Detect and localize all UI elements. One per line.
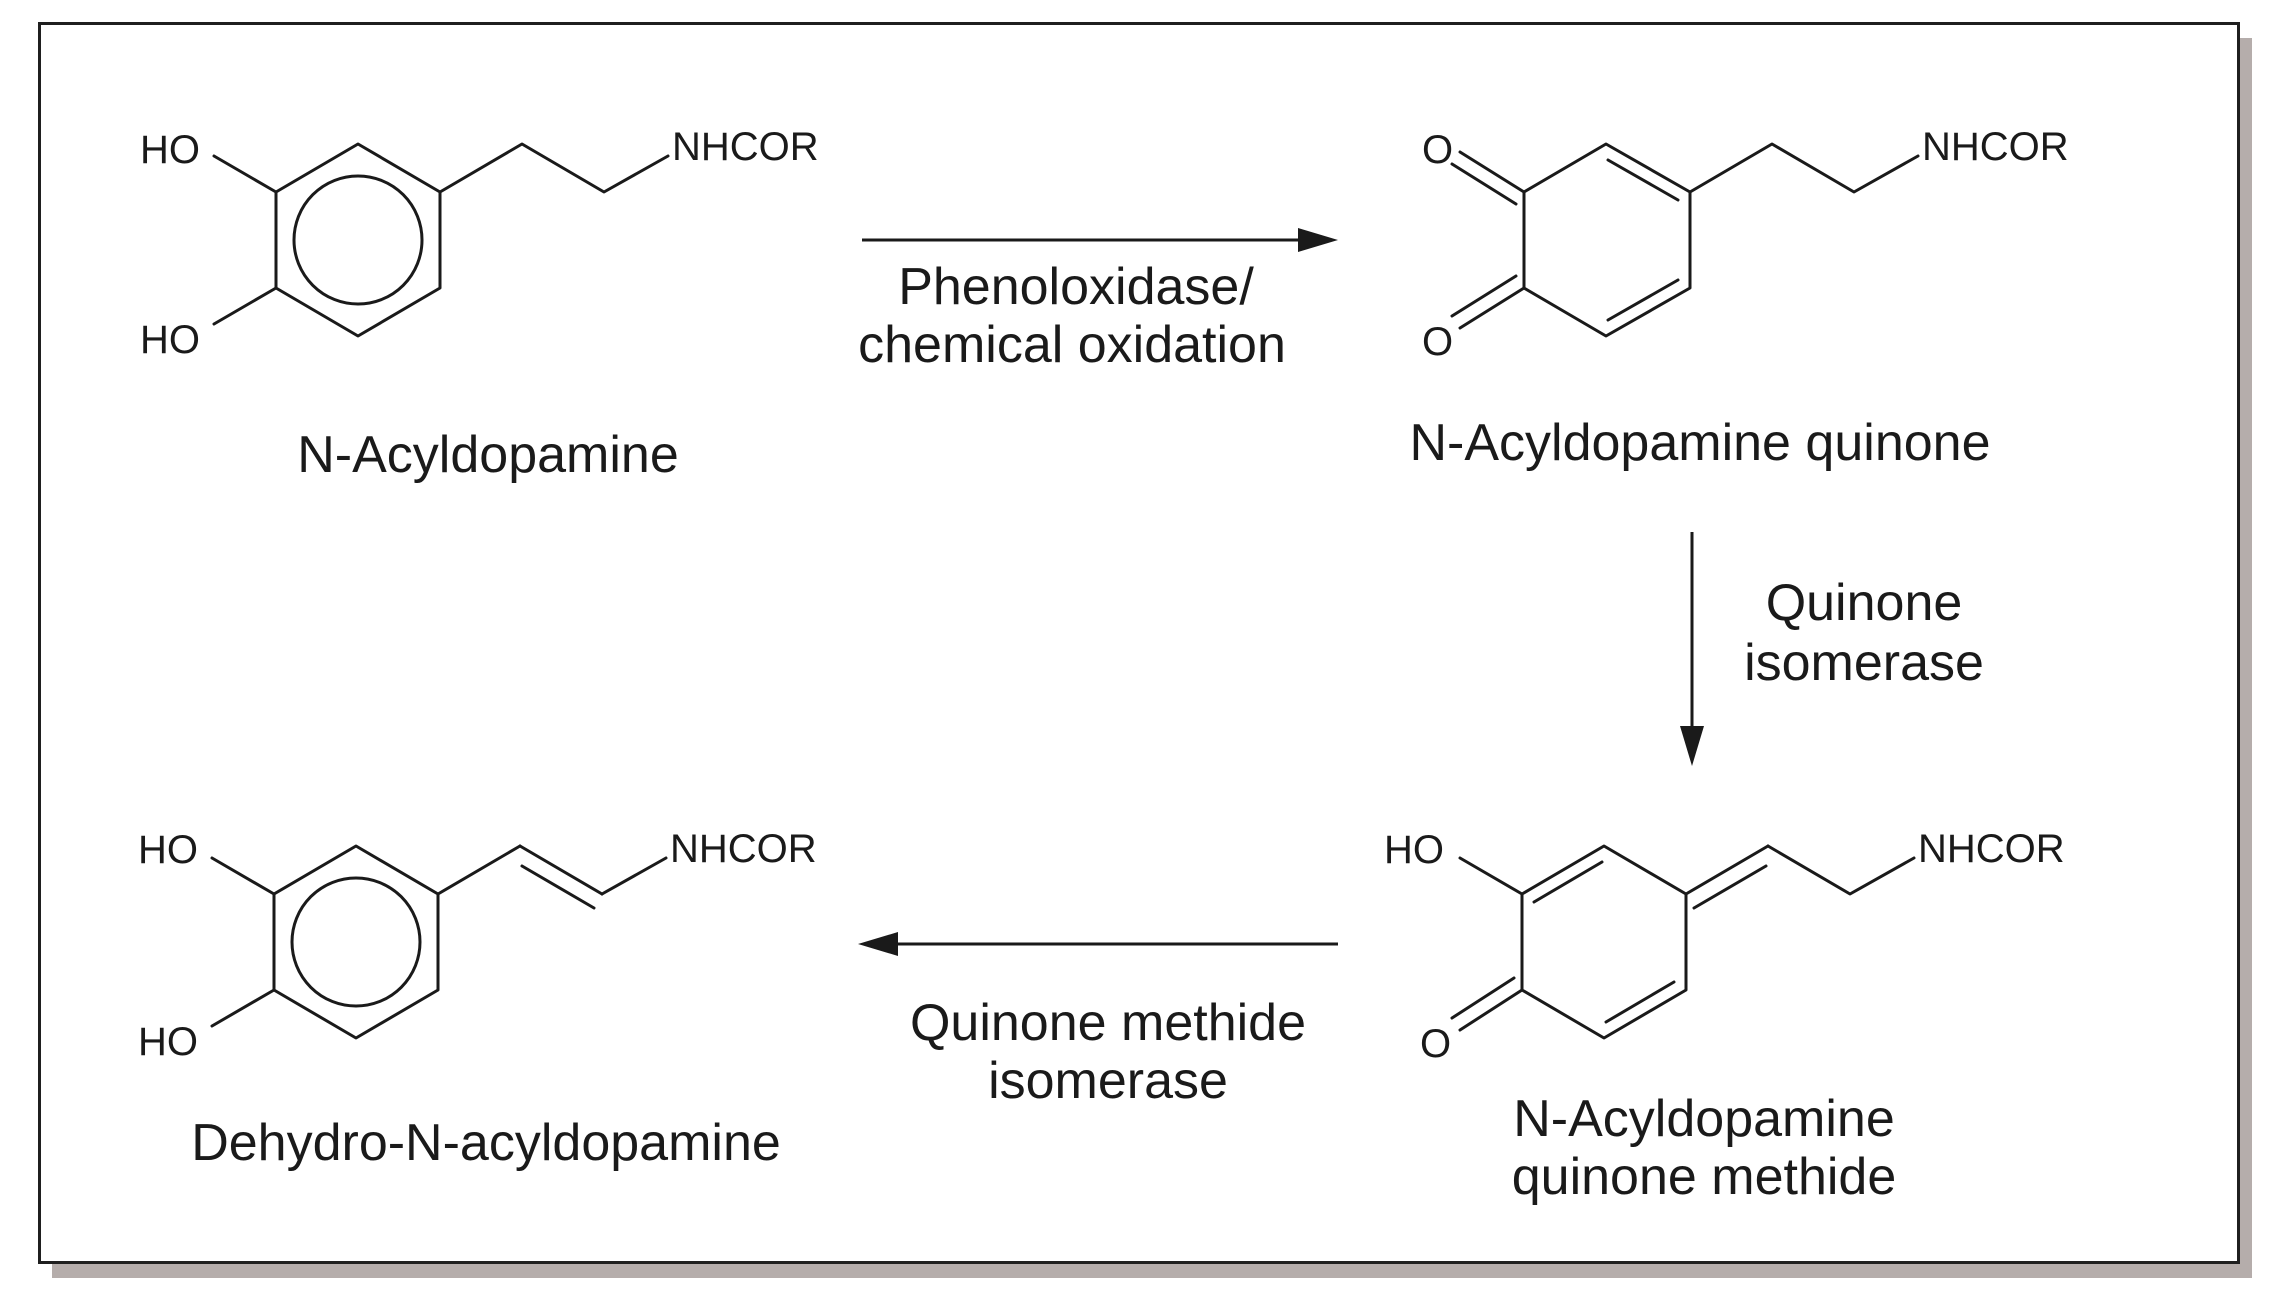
- carbonyl: [1458, 988, 1524, 1032]
- arrow-quinone-methide-isomerase: [858, 932, 1338, 956]
- oxygen-top-label: O: [1422, 128, 1453, 172]
- quinone-ring: [1522, 142, 1692, 338]
- reaction-label-oxidation-line2: chemical oxidation: [858, 316, 1286, 374]
- hydroxyl-bottom-label: HO: [138, 1020, 198, 1064]
- reaction-label-oxidation-line1: Phenoloxidase/: [898, 258, 1254, 316]
- carbonyl-double: [1450, 976, 1516, 1020]
- oh-bond-bottom: [210, 988, 276, 1028]
- amide-label: NHCOR: [1918, 827, 2065, 871]
- oh-bond: [1458, 856, 1524, 896]
- ring-double-bond-bottom: [1606, 278, 1680, 322]
- exocyclic-double-bond-inner: [1692, 864, 1768, 910]
- reaction-label-methide-isomerase-line1: Quinone methide: [910, 994, 1306, 1052]
- diagram-frame: [38, 22, 2240, 1264]
- oh-bond-bottom: [212, 286, 278, 326]
- quinone-methide-ring: [1520, 844, 1688, 1040]
- amide-label: NHCOR: [670, 827, 817, 871]
- arrow-quinone-isomerase: [1680, 532, 1704, 766]
- reaction-label-methide-isomerase-line2: isomerase: [988, 1052, 1228, 1110]
- hydroxyl-top-label: HO: [140, 128, 200, 172]
- vinyl-double-bond: [518, 844, 604, 896]
- ethyl-chain: [1688, 142, 1920, 194]
- vinyl-to-amide: [600, 856, 668, 896]
- compound-name: Dehydro-N-acyldopamine: [191, 1114, 781, 1172]
- ethyl-chain: [438, 142, 670, 194]
- oxygen-label: O: [1420, 1022, 1451, 1066]
- amide-label: NHCOR: [1922, 125, 2069, 169]
- amide-label: NHCOR: [672, 125, 819, 169]
- benzene-ring: [274, 142, 442, 338]
- vinyl-bond-1: [436, 844, 522, 896]
- reaction-label-isomerase-line2: isomerase: [1744, 634, 1984, 692]
- ring-double-bond-left: [1532, 860, 1604, 904]
- oh-bond-top: [210, 856, 276, 896]
- carbonyl-top: [1458, 150, 1526, 194]
- carbonyl-top-double: [1450, 162, 1518, 206]
- compound-n-acyldopamine-quinone-methide: HO O NHCOR N-Acyldopamine quinone methid…: [1384, 827, 2065, 1206]
- ring-double-bond-bottom: [1604, 980, 1676, 1024]
- hydroxyl-top-label: HO: [138, 828, 198, 872]
- oxygen-bottom-label: O: [1422, 320, 1453, 364]
- reaction-label-isomerase-line1: Quinone: [1766, 574, 1963, 632]
- vinyl-double-bond-inner: [520, 864, 596, 910]
- chain: [1766, 844, 1916, 896]
- compound-n-acyldopamine-quinone: O O NHCOR N-Acyldopamine quinone: [1409, 125, 2068, 472]
- compound-name-line1: N-Acyldopamine: [1513, 1090, 1895, 1148]
- carbonyl-bottom-double: [1450, 274, 1518, 318]
- carbonyl-bottom: [1458, 286, 1526, 330]
- exocyclic-double-bond: [1684, 844, 1770, 896]
- benzene-ring: [272, 844, 440, 1040]
- compound-name-line2: quinone methide: [1512, 1148, 1897, 1206]
- arrow-oxidation: [862, 228, 1338, 252]
- ring-double-bond-top: [1606, 158, 1680, 202]
- oh-bond-top: [212, 154, 278, 194]
- hydroxyl-bottom-label: HO: [140, 318, 200, 362]
- compound-name: N-Acyldopamine: [297, 426, 679, 484]
- compound-n-acyldopamine: HO HO NHCOR N-Acyldopamine: [140, 125, 819, 484]
- compound-name: N-Acyldopamine quinone: [1409, 414, 1990, 472]
- compound-dehydro-n-acyldopamine: HO HO NHCOR Dehydro-N-acyldopamine: [138, 827, 817, 1172]
- hydroxyl-label: HO: [1384, 828, 1444, 872]
